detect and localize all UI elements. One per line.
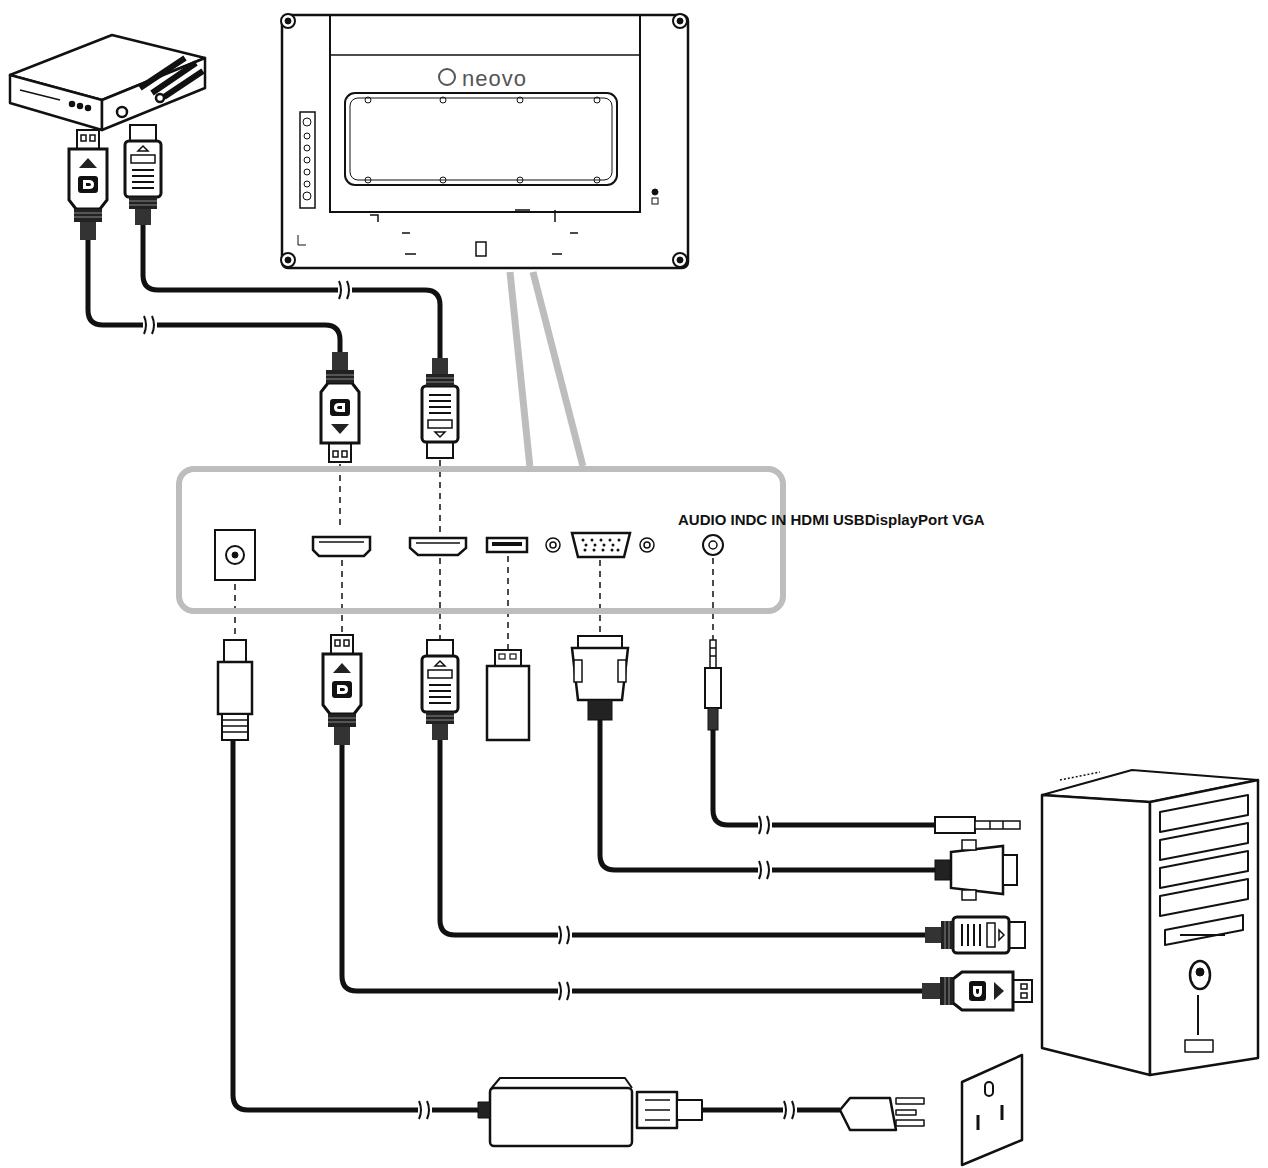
cables xyxy=(88,225,935,1110)
ports xyxy=(215,530,723,580)
callout-line xyxy=(510,272,530,466)
callout-line xyxy=(533,272,583,466)
port-panel: AUDIO INDC IN HDMI USBDisplayPort VGA xyxy=(176,466,786,614)
guide-lines xyxy=(235,460,713,650)
power-adapter xyxy=(478,1055,1022,1165)
port-label: AUDIO INDC IN HDMI USBDisplayPort VGA xyxy=(678,512,985,529)
brand-logo-text: neovo xyxy=(462,67,527,91)
cable-breaks xyxy=(143,281,797,1119)
monitor-back: neovo xyxy=(280,12,690,272)
other-plugs xyxy=(218,636,1020,900)
pc-tower xyxy=(1042,770,1258,1075)
plugs xyxy=(69,125,1032,1010)
monitor-back-drawing xyxy=(281,14,688,268)
dvd-player xyxy=(10,35,205,130)
